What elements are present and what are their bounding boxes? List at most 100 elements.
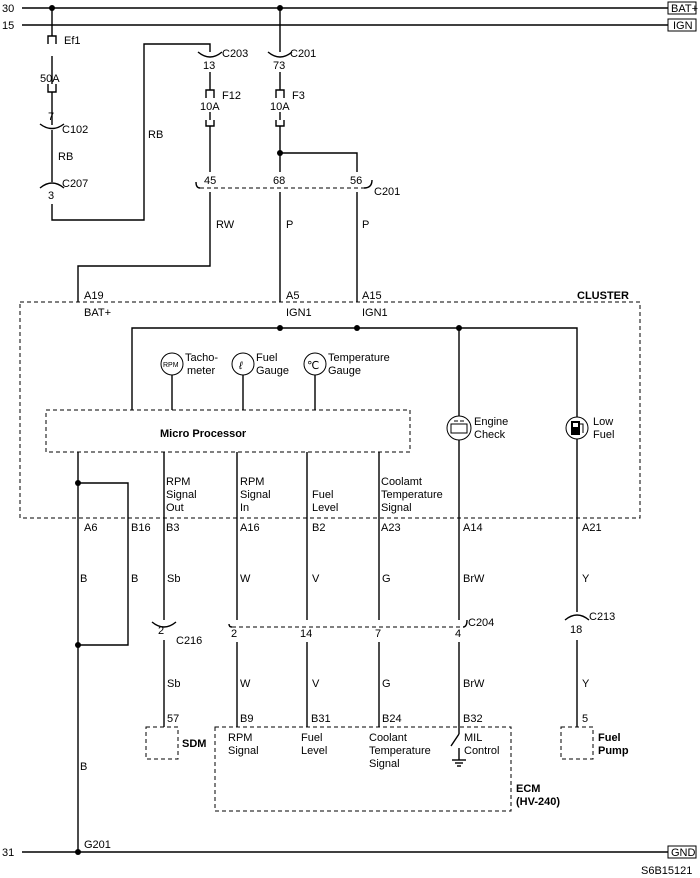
- wire-color-v: V: [312, 573, 320, 585]
- coolant-label: Signal: [381, 502, 412, 514]
- connector-c204-pin: 14: [300, 628, 312, 640]
- temperature-gauge-label: Gauge: [328, 365, 361, 377]
- ecm-module: B9 B31 B24 B32 RPM Signal Fuel Level Coo…: [214, 713, 560, 812]
- fuel-level-label: Fuel: [312, 489, 333, 501]
- connector-c204-pin: 2: [231, 628, 237, 640]
- pin-bat-label: BAT+: [84, 307, 111, 319]
- fuse-ef1-name: Ef1: [64, 35, 81, 47]
- pin-a6: A6: [84, 522, 97, 534]
- fuse-f12: F12 10A: [200, 89, 241, 127]
- ground-point-label: G201: [84, 839, 111, 851]
- tachometer-gauge: RPM Tacho- meter: [160, 352, 218, 410]
- connector-c207-pin: 3: [48, 190, 54, 202]
- pin-ign1-label: IGN1: [286, 307, 312, 319]
- ecm-fuel-label: Level: [301, 745, 327, 757]
- engine-check-label: Engine: [474, 416, 508, 428]
- fuel-gauge-label: Gauge: [256, 365, 289, 377]
- wire-color-g: G: [382, 678, 391, 690]
- fuel-pump-pin: 5: [582, 713, 588, 725]
- wire-color-w: W: [240, 678, 251, 690]
- rail-bat: 30 BAT+: [2, 1, 698, 15]
- junction-dot: [277, 325, 283, 331]
- sdm-label: SDM: [182, 738, 206, 750]
- ecm-pin: B32: [463, 713, 483, 725]
- pin-b3: B3: [166, 522, 179, 534]
- celsius-icon: ℃: [307, 360, 319, 372]
- rpm-out-label: RPM: [166, 476, 190, 488]
- coolant-label: Temperature: [381, 489, 443, 501]
- wire-color-v: V: [312, 678, 320, 690]
- cluster-title: CLUSTER: [577, 290, 629, 302]
- sdm-pin: 57: [167, 713, 179, 725]
- connector-c204-label: C204: [468, 617, 494, 629]
- ecm-rpm-label: Signal: [228, 745, 259, 757]
- pin-a23: A23: [381, 522, 401, 534]
- junction-dot: [75, 849, 81, 855]
- junction-dot: [354, 325, 360, 331]
- temperature-gauge: ℃ Temperature Gauge: [303, 352, 390, 410]
- rail-gnd: 31 GND: [2, 845, 697, 859]
- connector-c213-pin: 18: [570, 624, 582, 636]
- connector-c201-top: C201 73: [267, 48, 316, 72]
- engine-check-label: Check: [474, 429, 506, 441]
- ecm-coolant-label: Temperature: [369, 745, 431, 757]
- wire-color-p: P: [362, 219, 369, 231]
- connector-c201-pin: 56: [350, 175, 362, 187]
- fuse-ef1: Ef1 50A: [40, 35, 81, 93]
- rail-bat-number: 30: [2, 3, 14, 15]
- rail-bat-label: BAT+: [671, 3, 698, 15]
- connector-c201-pin: 68: [273, 175, 285, 187]
- wire-color-rb: RB: [148, 129, 163, 141]
- ecm-fuel-label: Fuel: [301, 732, 322, 744]
- fuel-gauge-icon: ℓ: [238, 360, 243, 372]
- rpm-out-label: Out: [166, 502, 184, 514]
- fuse-f12-name: F12: [222, 90, 241, 102]
- ecm-pin: B24: [382, 713, 402, 725]
- connector-c204-pin: 7: [375, 628, 381, 640]
- connector-c102: 7 C102: [39, 111, 88, 136]
- wire-color-sb: Sb: [167, 573, 180, 585]
- connector-c201-top-pin: 73: [273, 60, 285, 72]
- ecm-coolant-label: Signal: [369, 758, 400, 770]
- rail-ign-number: 15: [2, 20, 14, 32]
- fuse-ef1-rating: 50A: [40, 73, 60, 85]
- rpm-in-label: RPM: [240, 476, 264, 488]
- fuel-gauge-label: Fuel: [256, 352, 277, 364]
- connector-c102-pin: 7: [48, 111, 54, 123]
- rail-ign-label: IGN: [673, 20, 693, 32]
- temperature-gauge-label: Temperature: [328, 352, 390, 364]
- connector-c216: 2 C216: [151, 621, 202, 647]
- fuse-f3: F3 10A: [270, 89, 305, 127]
- fuse-f3-name: F3: [292, 90, 305, 102]
- pin-a19: A19: [84, 290, 104, 302]
- tachometer-label: meter: [187, 365, 215, 377]
- pin-a21: A21: [582, 522, 602, 534]
- sdm-module: 57 SDM: [145, 713, 206, 760]
- low-fuel-label: Low: [593, 416, 613, 428]
- mil-switch: [450, 727, 460, 760]
- connector-c203: C203 13: [197, 48, 248, 72]
- ecm-mil-label: Control: [464, 745, 499, 757]
- rail-ign: 15 IGN: [2, 18, 697, 32]
- ecm-rpm-label: RPM: [228, 732, 252, 744]
- wire-color-brw: BrW: [463, 573, 485, 585]
- wire-color-rw: RW: [216, 219, 235, 231]
- fuel-pump-module: 5 Fuel Pump: [560, 713, 629, 760]
- connector-c201-pin: 45: [204, 175, 216, 187]
- connector-c203-label: C203: [222, 48, 248, 60]
- connector-c102-label: C102: [62, 124, 88, 136]
- pin-a5: A5: [286, 290, 299, 302]
- connector-c201-bottom-label: C201: [374, 186, 400, 198]
- pin-b16: B16: [131, 522, 151, 534]
- wire-color-b: B: [80, 573, 87, 585]
- connector-c204: C204 2 14 7 4: [228, 617, 494, 640]
- ground-icon: [452, 759, 466, 767]
- low-fuel-label: Fuel: [593, 429, 614, 441]
- rail-gnd-label: GND: [671, 847, 696, 859]
- rail-gnd-number: 31: [2, 847, 14, 859]
- connector-c201-top-label: C201: [290, 48, 316, 60]
- wire-color-sb: Sb: [167, 678, 180, 690]
- connector-c204-pin: 4: [455, 628, 461, 640]
- cluster-box: CLUSTER A19 BAT+ A5 IGN1 A15 IGN1 RPM Ta…: [19, 290, 641, 519]
